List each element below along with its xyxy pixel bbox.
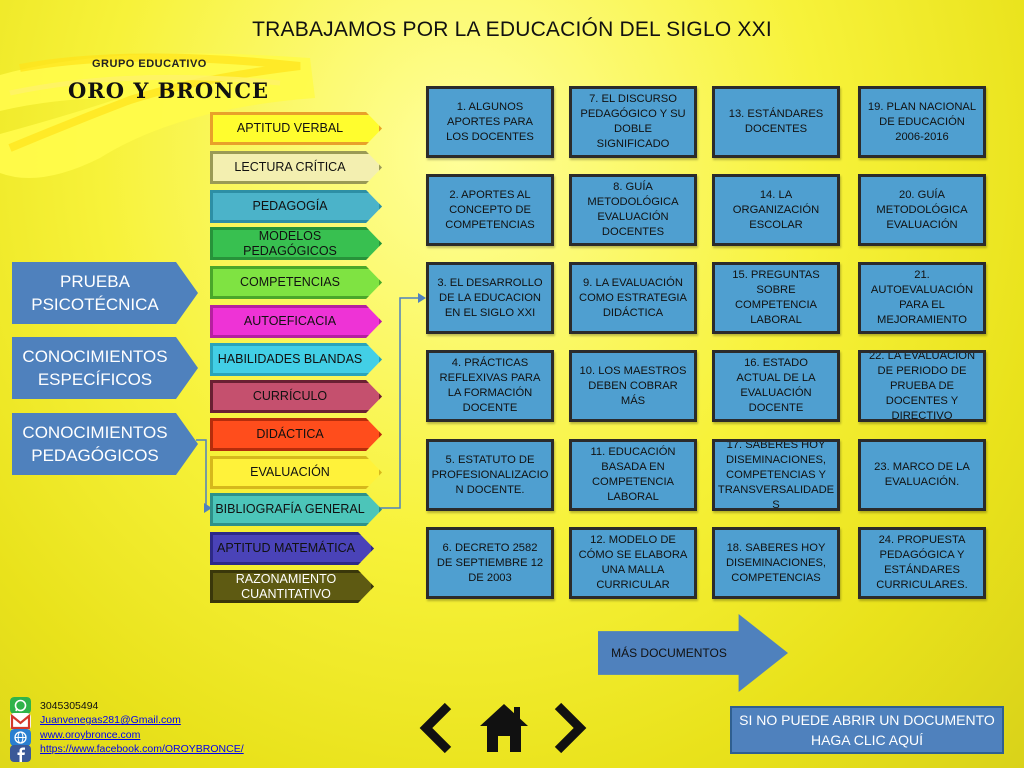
document-tile[interactable]: 18. SABERES HOY DISEMINACIONES, COMPETEN…: [712, 527, 840, 599]
category-razonamiento-cuantitativo[interactable]: RAZONAMIENTO CUANTITATIVO: [210, 570, 374, 603]
document-tile[interactable]: 14. LA ORGANIZACIÓN ESCOLAR: [712, 174, 840, 246]
document-title: 5. ESTATUTO DE PROFESIONALIZACIO N DOCEN…: [431, 453, 549, 496]
document-tile[interactable]: 4. PRÁCTICAS REFLEXIVAS PARA LA FORMACIÓ…: [426, 350, 554, 422]
whatsapp-icon: [10, 697, 31, 714]
document-tile[interactable]: 16. ESTADO ACTUAL DE LA EVALUACIÓN DOCEN…: [712, 350, 840, 422]
document-tile[interactable]: 17. SABERES HOY DISEMINACIONES, COMPETEN…: [712, 439, 840, 511]
document-tile[interactable]: 11. EDUCACIÓN BASADA EN COMPETENCIA LABO…: [569, 439, 697, 511]
document-tile[interactable]: 15. PREGUNTAS SOBRE COMPETENCIA LABORAL: [712, 262, 840, 334]
document-title: 13. ESTÁNDARES DOCENTES: [728, 108, 824, 135]
category-autoeficacia[interactable]: AUTOEFICACIA: [210, 305, 382, 338]
category-label: MODELOS PEDAGÓGICOS: [243, 228, 337, 258]
brand-name: ORO Y BRONCE: [68, 78, 270, 103]
category-aptitud-matematica[interactable]: APTITUD MATEMÁTICA: [210, 532, 374, 565]
document-tile[interactable]: 1. ALGUNOS APORTES PARA LOS DOCENTES: [426, 86, 554, 158]
document-title: 3. EL DESARROLLO DE LA EDUCACION EN EL S…: [437, 276, 543, 319]
document-tile[interactable]: 10. LOS MAESTROS DEBEN COBRAR MÁS: [569, 350, 697, 422]
document-tile[interactable]: 19. PLAN NACIONAL DE EDUCACIÓN 2006-2016: [858, 86, 986, 158]
document-title: 20. GUÍA METODOLÓGICA EVALUACIÓN: [876, 188, 968, 231]
category-modelos-pedagogicos[interactable]: MODELOS PEDAGÓGICOS: [210, 227, 382, 260]
category-label: AUTOEFICACIA: [243, 314, 337, 328]
test-prueba-psicotecnica[interactable]: PRUEBA PSICOTÉCNICA: [12, 262, 198, 324]
category-label: LECTURA CRÍTICA: [234, 160, 346, 174]
document-title: 10. LOS MAESTROS DEBEN COBRAR MÁS: [579, 364, 687, 407]
category-evaluacion[interactable]: EVALUACIÓN: [210, 456, 382, 489]
document-tile[interactable]: 2. APORTES AL CONCEPTO DE COMPETENCIAS: [426, 174, 554, 246]
test-label: PRUEBA PSICOTÉCNICA: [31, 272, 159, 314]
contact-website-link[interactable]: www.oroybronce.com: [40, 729, 141, 741]
category-label: CURRÍCULO: [252, 389, 328, 403]
document-title: 22. LA EVALUACIÓN DE PERIODO DE PRUEBA D…: [868, 350, 976, 422]
test-conocimientos-especificos[interactable]: CONOCIMIENTOS ESPECÍFICOS: [12, 337, 198, 399]
category-label: DIDÁCTICA: [256, 427, 324, 441]
document-title: 24. PROPUESTA PEDAGÓGICA Y ESTÁNDARES CU…: [876, 534, 968, 591]
document-tile[interactable]: 6. DECRETO 2582 DE SEPTIEMBRE 12 DE 2003: [426, 527, 554, 599]
contact-email-link[interactable]: Juanvenegas281@Gmail.com: [40, 714, 181, 726]
category-label: RAZONAMIENTO CUANTITATIVO: [235, 571, 337, 601]
globe-icon: [10, 729, 31, 746]
document-title: 2. APORTES AL CONCEPTO DE COMPETENCIAS: [445, 188, 535, 231]
more-documents-button[interactable]: MÁS DOCUMENTOS: [598, 614, 788, 692]
email-icon: [10, 713, 31, 730]
page-title: TRABAJAMOS POR LA EDUCACIÓN DEL SIGLO XX…: [252, 18, 772, 41]
category-curriculo[interactable]: CURRÍCULO: [210, 380, 382, 413]
document-tile[interactable]: 24. PROPUESTA PEDAGÓGICA Y ESTÁNDARES CU…: [858, 527, 986, 599]
test-label: CONOCIMIENTOS ESPECÍFICOS: [22, 347, 168, 389]
document-tile[interactable]: 3. EL DESARROLLO DE LA EDUCACION EN EL S…: [426, 262, 554, 334]
category-label: HABILIDADES BLANDAS: [217, 352, 363, 366]
document-tile[interactable]: 22. LA EVALUACIÓN DE PERIODO DE PRUEBA D…: [858, 350, 986, 422]
chevron-right-icon[interactable]: [552, 700, 588, 756]
document-title: 15. PREGUNTAS SOBRE COMPETENCIA LABORAL: [732, 269, 820, 326]
facebook-icon: [10, 745, 31, 762]
category-bibliografia-general[interactable]: BIBLIOGRAFÍA GENERAL: [210, 493, 382, 526]
document-title: 21. AUTOEVALUACIÓN PARA EL MEJORAMIENTO: [870, 269, 974, 326]
category-label: COMPETENCIAS: [239, 275, 340, 289]
category-aptitud-verbal[interactable]: APTITUD VERBAL: [210, 112, 382, 145]
document-tile[interactable]: 21. AUTOEVALUACIÓN PARA EL MEJORAMIENTO: [858, 262, 986, 334]
help-label: SI NO PUEDE ABRIR UN DOCUMENTO HAGA CLIC…: [739, 712, 995, 748]
document-tile[interactable]: 8. GUÍA METODOLÓGICA EVALUACIÓN DOCENTES: [569, 174, 697, 246]
document-title: 23. MARCO DE LA EVALUACIÓN.: [874, 461, 970, 488]
document-tile[interactable]: 12. MODELO DE CÓMO SE ELABORA UNA MALLA …: [569, 527, 697, 599]
document-title: 1. ALGUNOS APORTES PARA LOS DOCENTES: [446, 100, 534, 143]
document-tile[interactable]: 7. EL DISCURSO PEDAGÓGICO Y SU DOBLE SIG…: [569, 86, 697, 158]
test-conocimientos-pedagogicos[interactable]: CONOCIMIENTOS PEDAGÓGICOS: [12, 413, 198, 475]
category-label: EVALUACIÓN: [250, 465, 330, 479]
document-title: 8. GUÍA METODOLÓGICA EVALUACIÓN DOCENTES: [587, 181, 679, 238]
document-title: 16. ESTADO ACTUAL DE LA EVALUACIÓN DOCEN…: [736, 357, 816, 414]
contact-phone: 3045305494: [40, 700, 99, 712]
document-title: 18. SABERES HOY DISEMINACIONES, COMPETEN…: [725, 541, 827, 584]
category-competencias[interactable]: COMPETENCIAS: [210, 266, 382, 299]
document-title: 11. EDUCACIÓN BASADA EN COMPETENCIA LABO…: [590, 446, 676, 503]
document-title: 14. LA ORGANIZACIÓN ESCOLAR: [732, 188, 820, 231]
brand-subtitle: GRUPO EDUCATIVO: [92, 58, 207, 70]
document-title: 9. LA EVALUACIÓN COMO ESTRATEGIA DIDÁCTI…: [579, 276, 687, 319]
document-title: 4. PRÁCTICAS REFLEXIVAS PARA LA FORMACIÓ…: [439, 357, 541, 414]
category-label: APTITUD MATEMÁTICA: [217, 541, 355, 555]
contact-facebook-link[interactable]: https://www.facebook.com/OROYBRONCE/: [40, 743, 244, 755]
document-tile[interactable]: 23. MARCO DE LA EVALUACIÓN.: [858, 439, 986, 511]
category-label: PEDAGOGÍA: [252, 199, 328, 213]
document-title: 7. EL DISCURSO PEDAGÓGICO Y SU DOBLE SIG…: [580, 93, 686, 150]
document-title: 12. MODELO DE CÓMO SE ELABORA UNA MALLA …: [578, 534, 688, 591]
document-title: 6. DECRETO 2582 DE SEPTIEMBRE 12 DE 2003: [436, 541, 544, 584]
document-title: 19. PLAN NACIONAL DE EDUCACIÓN 2006-2016: [867, 100, 977, 143]
more-documents-label: MÁS DOCUMENTOS: [611, 646, 727, 660]
category-habilidades-blandas[interactable]: HABILIDADES BLANDAS: [210, 343, 382, 376]
category-label: APTITUD VERBAL: [236, 121, 344, 135]
category-pedagogia[interactable]: PEDAGOGÍA: [210, 190, 382, 223]
chevron-left-icon[interactable]: [418, 700, 454, 756]
document-title: 17. SABERES HOY DISEMINACIONES, COMPETEN…: [717, 439, 835, 511]
document-tile[interactable]: 20. GUÍA METODOLÓGICA EVALUACIÓN: [858, 174, 986, 246]
category-label: BIBLIOGRAFÍA GENERAL: [215, 502, 365, 516]
category-didactica[interactable]: DIDÁCTICA: [210, 418, 382, 451]
document-tile[interactable]: 13. ESTÁNDARES DOCENTES: [712, 86, 840, 158]
test-label: CONOCIMIENTOS PEDAGÓGICOS: [22, 423, 168, 465]
document-tile[interactable]: 9. LA EVALUACIÓN COMO ESTRATEGIA DIDÁCTI…: [569, 262, 697, 334]
help-open-document-button[interactable]: SI NO PUEDE ABRIR UN DOCUMENTO HAGA CLIC…: [730, 706, 1004, 754]
document-tile[interactable]: 5. ESTATUTO DE PROFESIONALIZACIO N DOCEN…: [426, 439, 554, 511]
brush-stroke-decoration: [0, 53, 315, 178]
home-icon[interactable]: [476, 700, 532, 756]
category-lectura-critica[interactable]: LECTURA CRÍTICA: [210, 151, 382, 184]
